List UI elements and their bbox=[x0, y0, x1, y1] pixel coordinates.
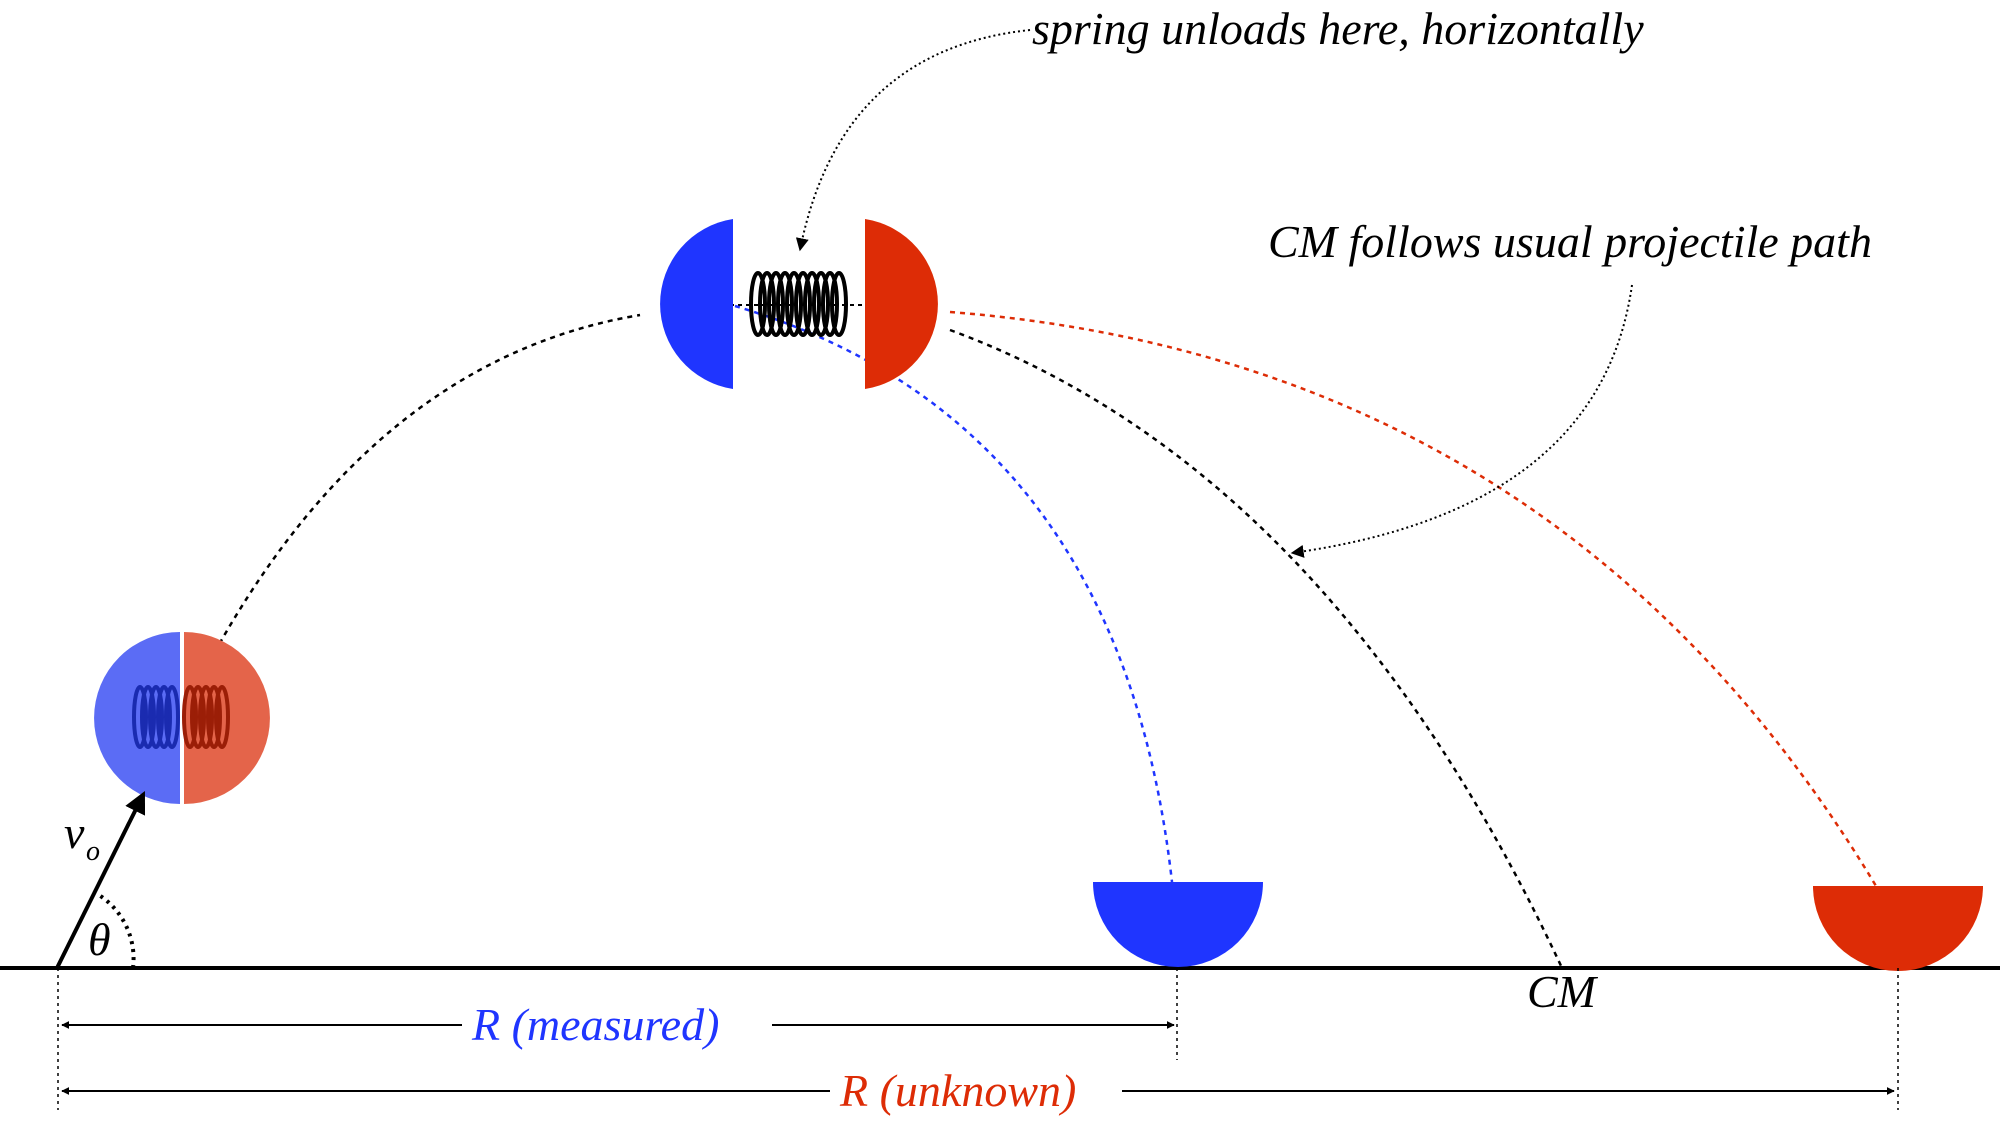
spring-note-label: spring unloads here, horizontally bbox=[1032, 3, 1644, 54]
velocity-arrow bbox=[55, 791, 146, 969]
compressed-spring-blue bbox=[132, 685, 180, 749]
spring-note-pointer bbox=[795, 29, 1031, 252]
blue-trajectory bbox=[734, 304, 1174, 883]
initial-ball-blue-half bbox=[94, 632, 180, 804]
apex-blue-half bbox=[660, 219, 733, 389]
velocity-label: v bbox=[64, 807, 85, 858]
cm-ground-label: CM bbox=[1527, 966, 1599, 1017]
cm-path-note-label: CM follows usual projectile path bbox=[1268, 216, 1872, 267]
cm-trajectory-rise bbox=[203, 313, 641, 671]
angle-arc bbox=[97, 893, 136, 969]
range-unknown-label: R (unknown) bbox=[839, 1065, 1076, 1116]
velocity-subscript-label: o bbox=[86, 836, 100, 867]
landed-red-half bbox=[1813, 886, 1983, 971]
cm-trajectory-fall bbox=[949, 328, 1564, 969]
initial-ball bbox=[94, 632, 270, 804]
compressed-spring-red bbox=[182, 685, 230, 749]
red-trajectory bbox=[949, 310, 1878, 887]
landed-blue-half bbox=[1093, 882, 1263, 967]
extended-spring bbox=[749, 271, 848, 337]
cm-note-pointer bbox=[1290, 284, 1633, 558]
range-measured-label: R (measured) bbox=[471, 999, 719, 1050]
apex-red-half bbox=[865, 219, 938, 389]
angle-label: θ bbox=[88, 914, 111, 965]
